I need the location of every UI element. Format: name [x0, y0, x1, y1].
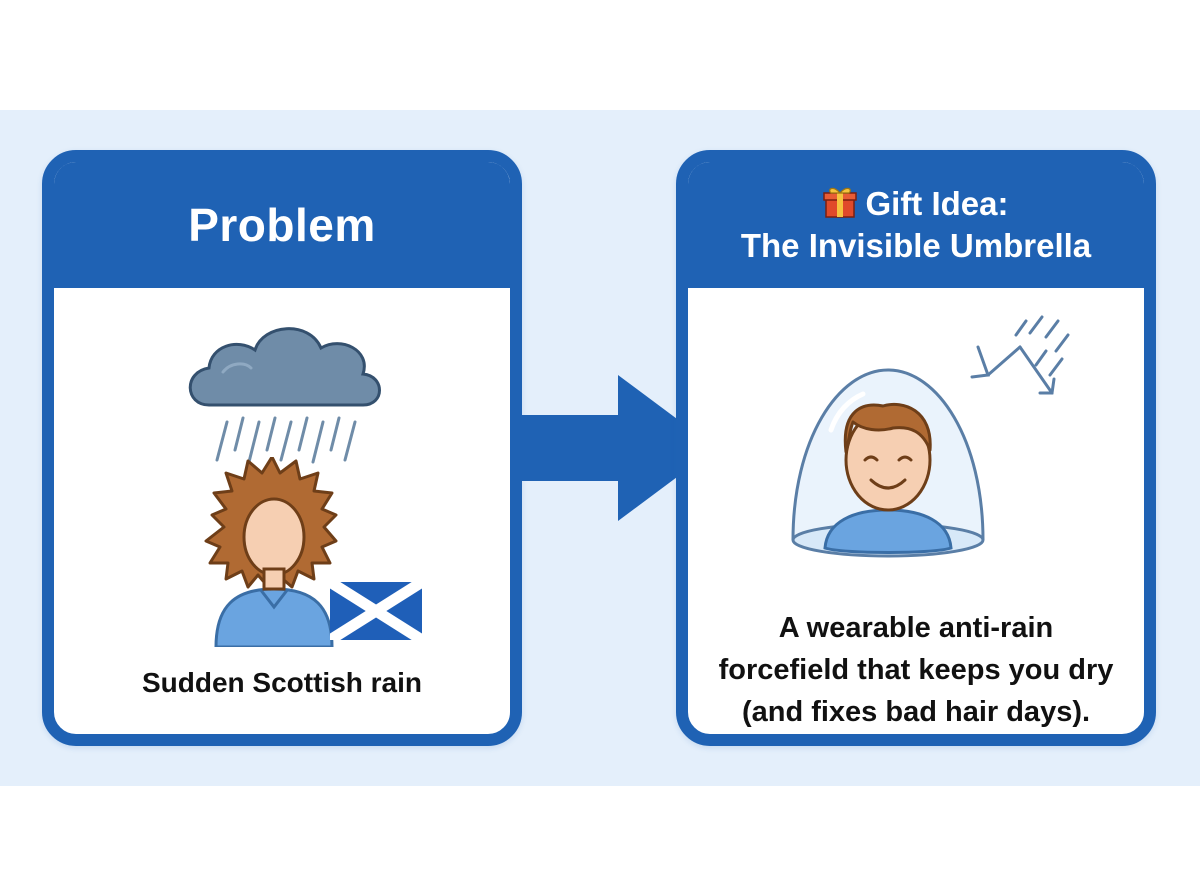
gift-idea-card: Gift Idea: The Invisible Umbrella A wear…: [676, 150, 1156, 746]
problem-header: Problem: [54, 162, 510, 288]
frizzy-hair-person-icon: [204, 457, 338, 647]
gift-idea-label: Gift Idea:: [865, 185, 1009, 222]
problem-title: Problem: [188, 199, 376, 251]
caption-line-1: A wearable anti-rain: [778, 612, 1054, 644]
gift-icon: [823, 187, 858, 218]
scottish-flag-icon: [330, 582, 422, 640]
deflected-rain-icon: [970, 315, 1070, 395]
gift-idea-caption: A wearable anti-rain forcefield that kee…: [688, 607, 1144, 733]
right-arrow-icon: [520, 375, 716, 521]
gift-idea-title-line2: The Invisible Umbrella: [740, 227, 1092, 264]
caption-line-3: (and fixes bad hair days).: [741, 696, 1091, 728]
gift-idea-title-line1: Gift Idea:: [823, 183, 1009, 225]
problem-card: Problem Sudden Scottish rain: [42, 150, 522, 746]
rain-cloud-icon: [188, 327, 381, 464]
bubble-person-icon: [791, 368, 985, 558]
problem-caption: Sudden Scottish rain: [141, 667, 423, 698]
gift-idea-header: Gift Idea: The Invisible Umbrella: [688, 162, 1144, 288]
caption-line-2: forcefield that keeps you dry: [718, 654, 1114, 686]
